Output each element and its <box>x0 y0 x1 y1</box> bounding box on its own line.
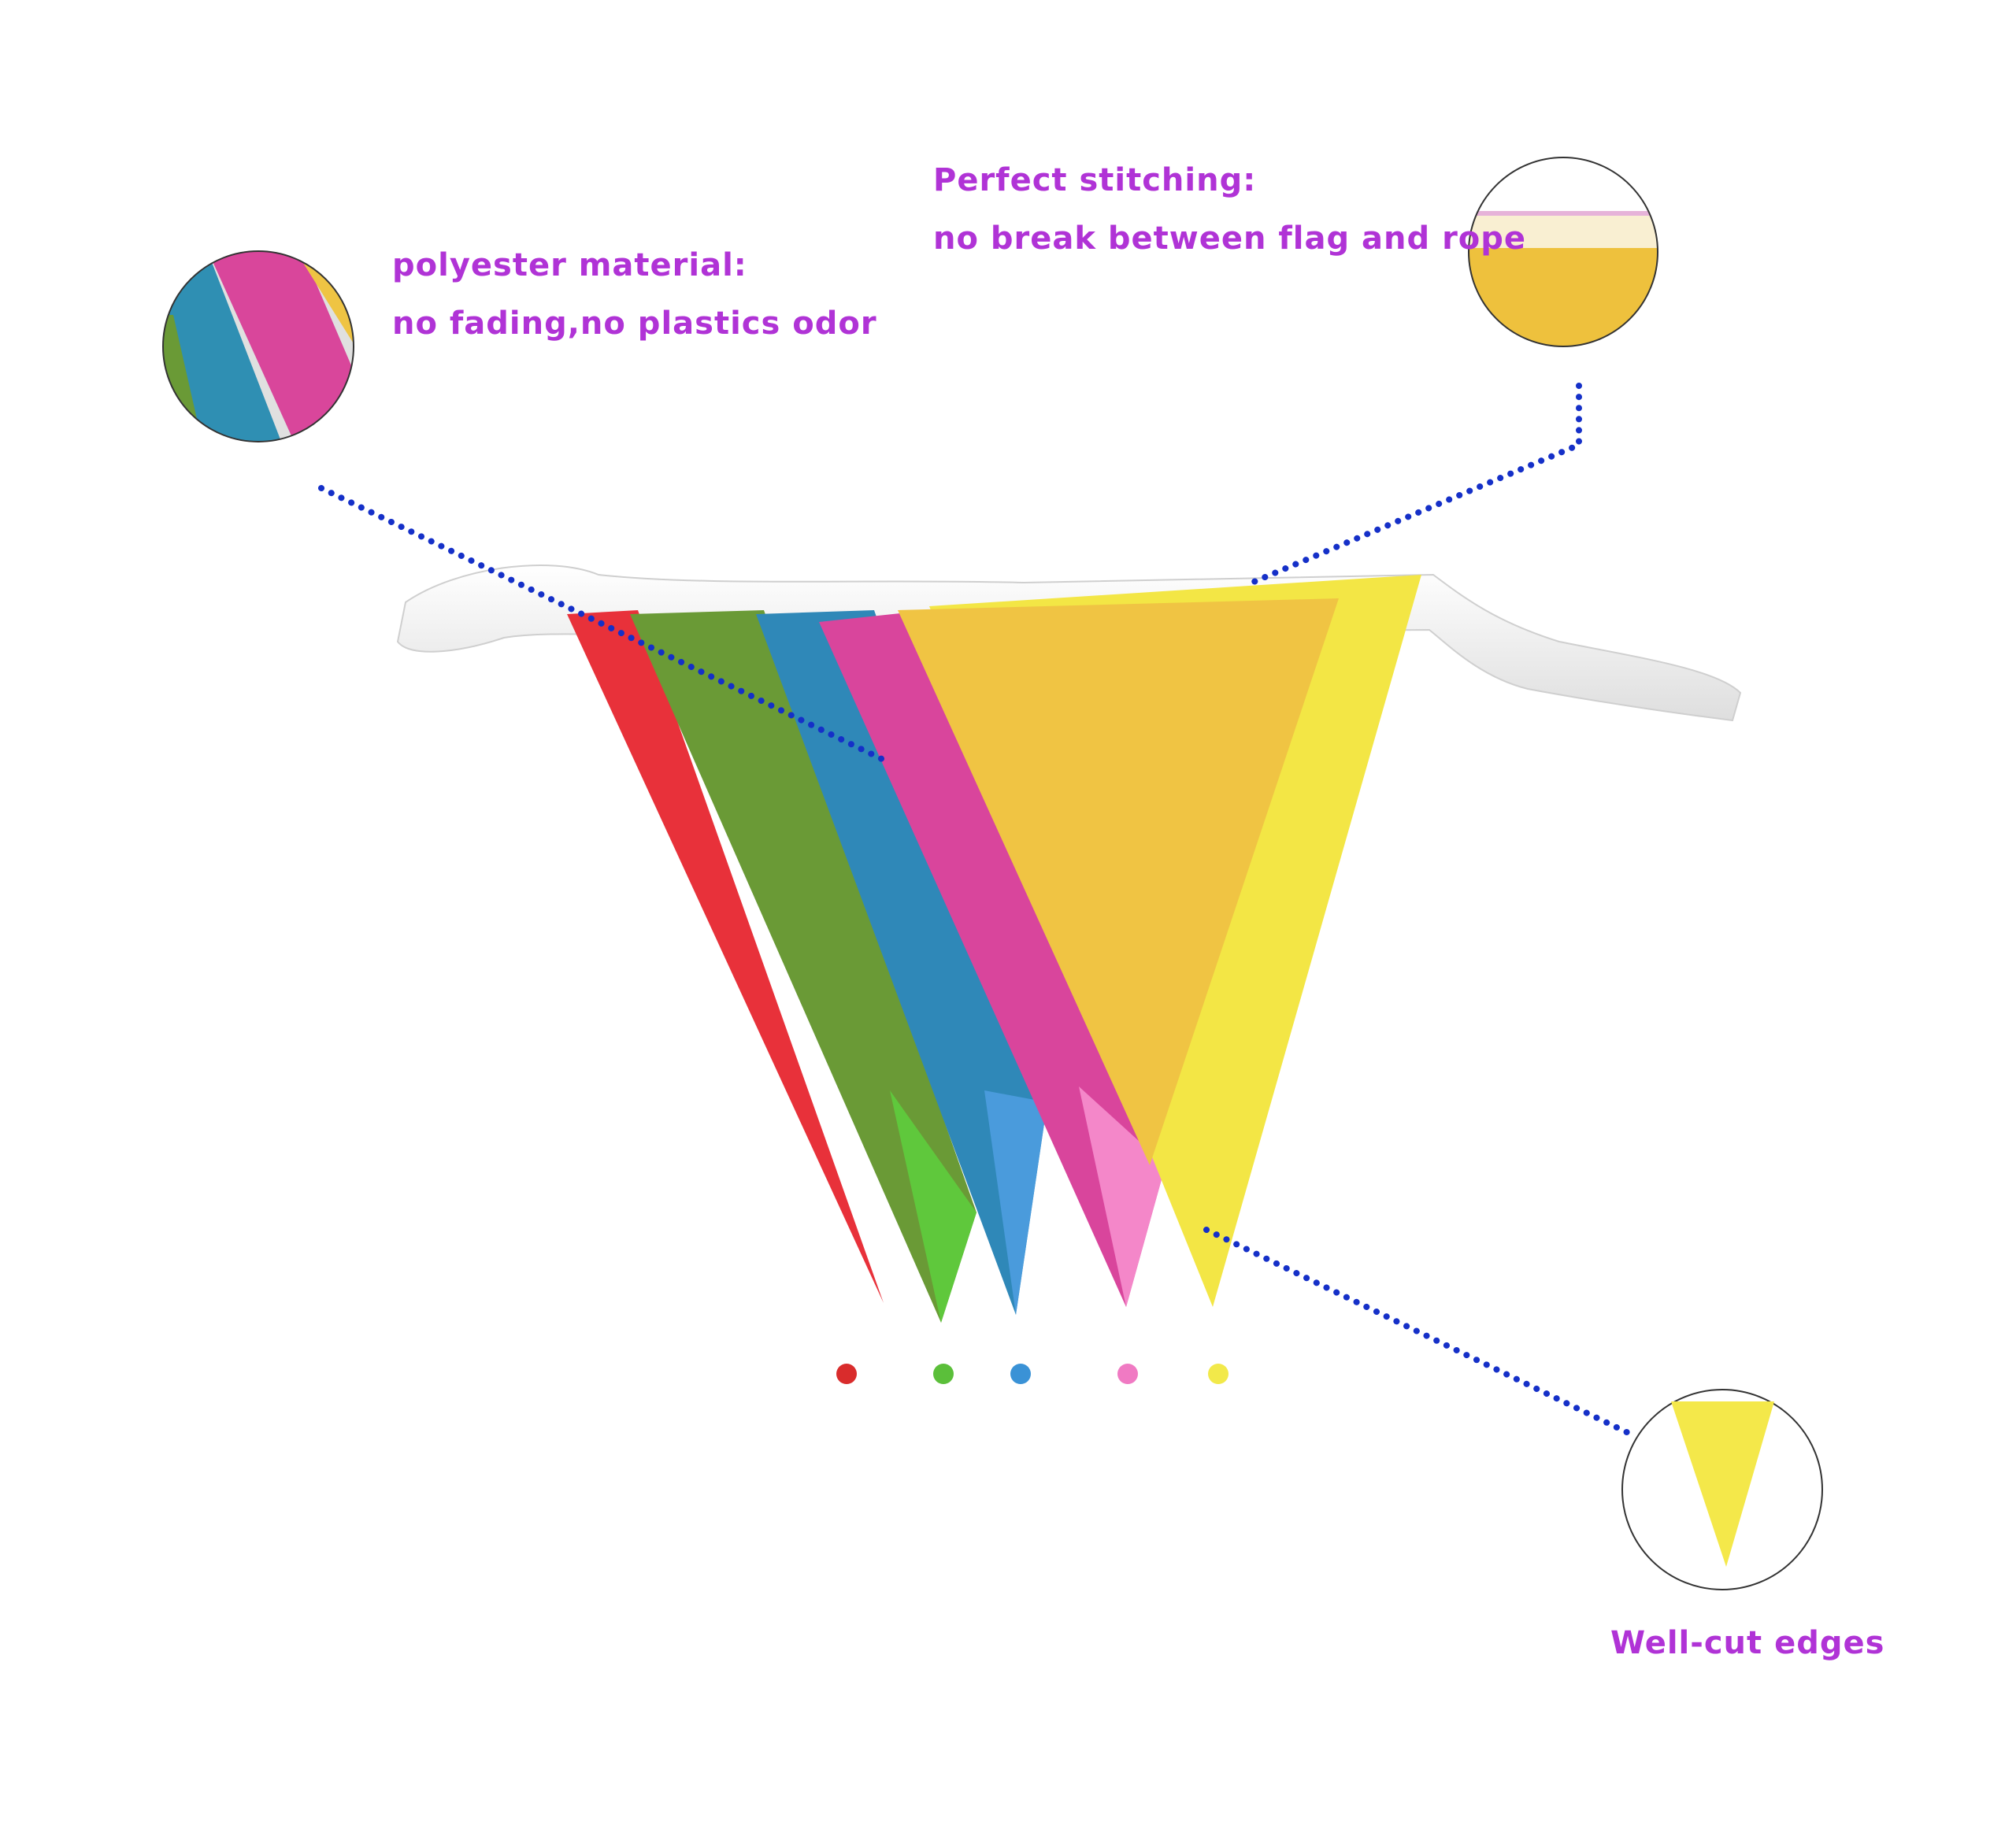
dotted-connectors <box>318 383 1640 1440</box>
edges-label: Well-cut edges <box>1610 1625 1885 1661</box>
flag-red <box>567 610 884 1303</box>
connector-material <box>318 485 891 765</box>
flag-blue-tip <box>984 1090 1047 1315</box>
flag-green <box>630 610 976 1323</box>
swatch-pink <box>1117 1364 1138 1384</box>
connector-stitching <box>1245 383 1582 587</box>
polyester-title: polyester material: <box>392 247 747 283</box>
flag-green-tip <box>890 1090 976 1323</box>
callout-polyester: polyester material: no fading,no plastic… <box>392 236 877 353</box>
polyester-detail: no fading,no plastics odor <box>392 305 877 342</box>
callout-edges: Well-cut edges <box>1610 1614 1884 1672</box>
zoom-circle-material <box>162 250 354 442</box>
color-swatches <box>836 1364 1228 1384</box>
flag-blue <box>756 610 1047 1315</box>
swatch-red <box>836 1364 857 1384</box>
callout-stitching: Perfect stitching: no break between flag… <box>933 151 1526 268</box>
swatch-yellow <box>1208 1364 1228 1384</box>
stitching-title: Perfect stitching: <box>933 162 1257 198</box>
flag-pink <box>819 610 1166 1307</box>
swatch-blue <box>1010 1364 1031 1384</box>
flag-pink-tip <box>1079 1086 1166 1307</box>
flag-yellow-front <box>898 598 1339 1165</box>
stitching-detail: no break between flag and rope <box>933 220 1527 257</box>
zoom-circle-edges <box>1621 1389 1823 1590</box>
zoom-circle-stitching <box>1468 157 1658 347</box>
connector-edges <box>1203 1227 1640 1440</box>
swatch-green <box>933 1364 954 1384</box>
pennant-flags <box>567 575 1421 1323</box>
